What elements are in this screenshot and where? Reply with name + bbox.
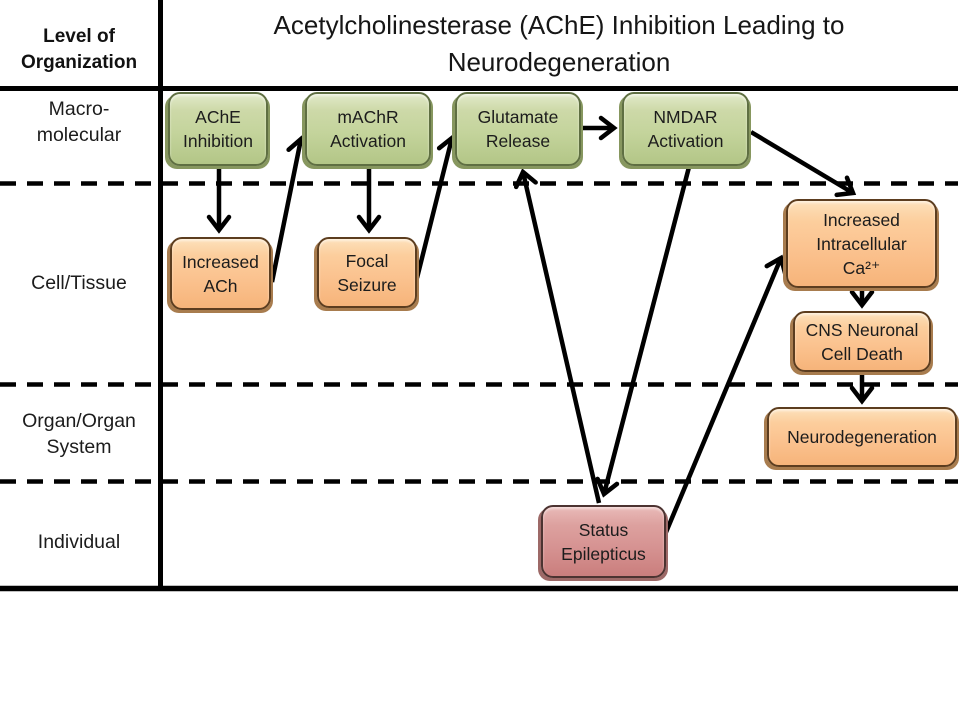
arrow-nmdar-activation-to-status-epilepticus (595, 166, 692, 498)
arrow-nmdar-activation-to-increased-intracellular-ca (749, 130, 857, 198)
node-ache-inhibition: AChE Inhibition (168, 92, 268, 166)
node-focal-seizure-label: Focal Seizure (337, 250, 397, 295)
node-glutamate-release-label: Glutamate Release (477, 107, 559, 151)
node-ache-inhibition-label: AChE Inhibition (182, 107, 254, 151)
arrow-status-epilepticus-to-increased-intracellular-ca (661, 254, 788, 538)
row-label-cell-tissue: Cell/Tissue (31, 272, 127, 294)
arrow-increased-ach-to-machr-activation (269, 135, 311, 283)
arrow-status-epilepticus-to-glutamate-release (513, 168, 602, 504)
axis-header: Level of Organization (20, 26, 138, 73)
node-glutamate-release: Glutamate Release (455, 92, 581, 166)
diagram-title: Acetylcholinesterase (AChE) Inhibition L… (273, 10, 845, 77)
node-neurodegeneration: Neurodegeneration (767, 407, 957, 467)
node-increased-intracellular-ca-label: Increased Intracellular Ca²⁺ (816, 209, 907, 278)
node-cns-neuronal-cell-death-label: CNS Neuronal Cell Death (805, 319, 919, 364)
node-increased-intracellular-ca: Increased Intracellular Ca²⁺ (786, 199, 937, 288)
node-machr-activation-label: mAChR Activation (330, 107, 406, 151)
node-nmdar-activation-label: NMDAR Activation (647, 107, 724, 151)
row-label-macromolecular: Macro- molecular (36, 98, 122, 146)
node-status-epilepticus: Status Epilepticus (541, 505, 666, 578)
node-focal-seizure: Focal Seizure (317, 237, 417, 308)
node-neurodegeneration-label: Neurodegeneration (787, 427, 937, 447)
node-nmdar-activation: NMDAR Activation (622, 92, 749, 166)
arrow-focal-seizure-to-glutamate-release (414, 134, 461, 279)
node-increased-ach-label: Increased ACh (182, 251, 259, 296)
node-machr-activation: mAChR Activation (305, 92, 431, 166)
row-label-individual: Individual (37, 531, 121, 553)
row-label-organ-system: Organ/Organ System (22, 410, 136, 458)
node-increased-ach: Increased ACh (170, 237, 271, 310)
node-cns-neuronal-cell-death: CNS Neuronal Cell Death (793, 311, 931, 372)
node-status-epilepticus-label: Status Epilepticus (561, 519, 646, 564)
